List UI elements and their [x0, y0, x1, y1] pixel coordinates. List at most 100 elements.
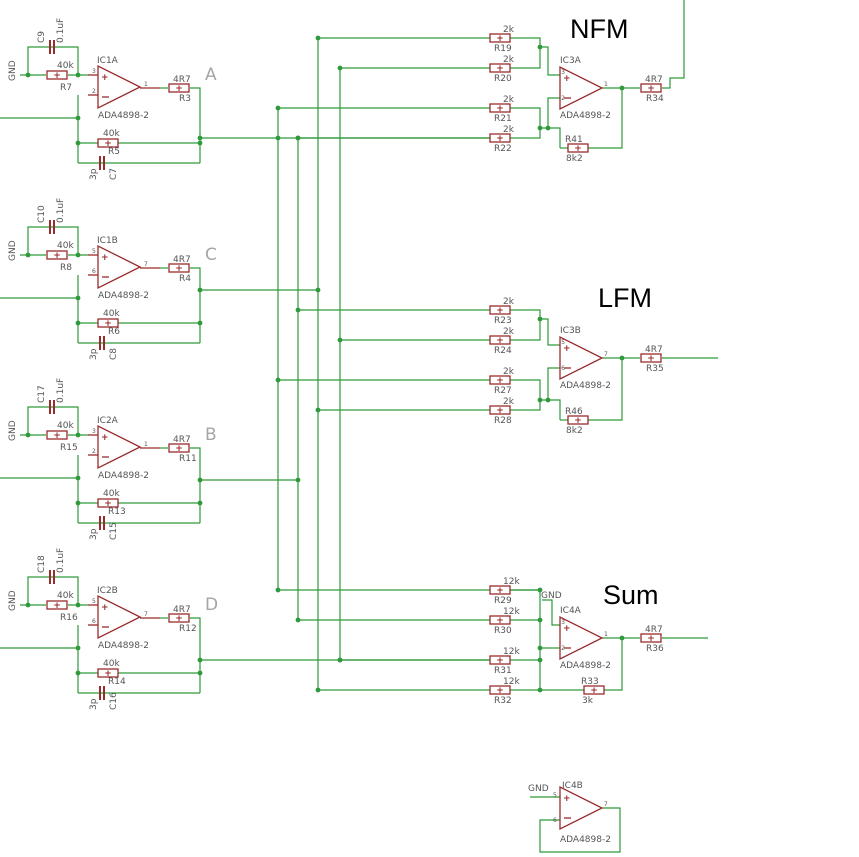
input-resistor [46, 430, 68, 440]
polarity-mark: + [53, 71, 61, 81]
resistor-value: 2k [503, 327, 515, 337]
resistor-ref: R16 [60, 613, 78, 623]
wire [190, 87, 201, 163]
pin-number: 1 [604, 631, 608, 638]
capacitor-value: 3p [89, 528, 99, 540]
junction-dot [295, 135, 301, 141]
mixer-opamp [559, 65, 604, 111]
pin-number: 1 [144, 441, 148, 448]
resistor-value: 40k [103, 489, 120, 499]
wire [510, 309, 541, 341]
resistor-ref: R19 [494, 44, 512, 54]
buffer-opamp [97, 424, 142, 470]
resistor-ref: R29 [494, 596, 512, 606]
pin-number: 2 [92, 448, 96, 455]
pin-number: 1 [144, 81, 148, 88]
channel-letter: B [205, 425, 217, 445]
output-resistor [168, 263, 190, 273]
plus-sign: + [101, 253, 109, 263]
junction-dot [315, 287, 321, 293]
resistor-value: 4R7 [173, 435, 191, 445]
junction-dot [537, 657, 543, 663]
polarity-mark: + [574, 144, 582, 154]
junction-dot [75, 140, 81, 146]
polarity-mark: + [175, 614, 183, 624]
wire [190, 617, 201, 693]
wire [510, 589, 541, 690]
input-resistor [46, 70, 68, 80]
ic-model: ADA4898-2 [98, 291, 149, 301]
output-resistor [168, 83, 190, 93]
resistor-ref: R35 [646, 364, 664, 374]
capacitor-value: 3p [89, 348, 99, 360]
junction-dot [75, 432, 81, 438]
resistor-ref: R36 [646, 644, 664, 654]
wire [540, 46, 560, 76]
wire [588, 88, 623, 149]
junction-dot [75, 72, 81, 78]
section-label-nfm: NFM [570, 14, 628, 44]
pin-number: 7 [604, 351, 608, 358]
ic-ref: IC4A [560, 606, 582, 616]
junction-dot [337, 337, 343, 343]
resistor-value: 3k [582, 696, 594, 706]
junction-dot [75, 645, 81, 651]
ic-model: ADA4898-2 [560, 661, 611, 671]
junction-dot [275, 135, 281, 141]
junction-dot [197, 670, 203, 676]
resistor-ref: R41 [565, 135, 583, 145]
mixer-input-resistor [489, 685, 511, 695]
polarity-mark: + [496, 64, 504, 74]
ground-label: GND [8, 420, 18, 441]
resistor-ref: R32 [494, 696, 512, 706]
mixer-input-resistor [489, 305, 511, 315]
polarity-mark: + [496, 306, 504, 316]
junction-dot [295, 477, 301, 483]
capacitor-value: 3p [89, 698, 99, 710]
wire [190, 447, 201, 523]
resistor-value: 4R7 [645, 75, 663, 85]
mixer-input-resistor [489, 335, 511, 345]
resistor-value: 2k [503, 25, 515, 35]
resistor-value: 40k [57, 591, 74, 601]
channel-letter: D [205, 595, 218, 615]
wire [510, 37, 541, 69]
wire [510, 107, 541, 139]
output-resistor [168, 613, 190, 623]
polarity-mark: + [590, 686, 598, 696]
junction-dot [75, 670, 81, 676]
ground-label: GND [8, 60, 18, 81]
ic-model: ADA4898-2 [98, 641, 149, 651]
mixer-output-resistor [640, 633, 662, 643]
mixer-input-resistor [489, 33, 511, 43]
ground-label: GND [528, 784, 549, 794]
feedback-resistor [97, 668, 119, 678]
capacitor-ref: C15 [109, 522, 119, 540]
wire [542, 599, 560, 626]
pin-number: 5 [553, 792, 557, 799]
resistor-ref: R11 [179, 454, 197, 464]
junction-dot [619, 85, 625, 91]
polarity-mark: + [496, 586, 504, 596]
polarity-mark: + [496, 656, 504, 666]
mixer-feedback-resistor [567, 143, 589, 153]
junction-dot [315, 407, 321, 413]
resistor-ref: R3 [179, 94, 191, 104]
resistor-ref: R22 [494, 144, 512, 154]
output-resistor [168, 443, 190, 453]
resistor-value: 12k [503, 607, 520, 617]
feedback-resistor [97, 138, 119, 148]
resistor-ref: R21 [494, 114, 512, 124]
junction-dot [197, 140, 203, 146]
plus-sign: + [563, 344, 571, 354]
polarity-mark: + [53, 431, 61, 441]
ic-ref: IC2A [97, 416, 119, 426]
resistor-ref: R24 [494, 346, 512, 356]
resistor-ref: R20 [494, 74, 512, 84]
pin-number: 2 [561, 645, 565, 652]
resistor-value: 2k [503, 125, 515, 135]
resistor-ref: R30 [494, 626, 512, 636]
junction-dot [75, 602, 81, 608]
wire [588, 358, 623, 421]
